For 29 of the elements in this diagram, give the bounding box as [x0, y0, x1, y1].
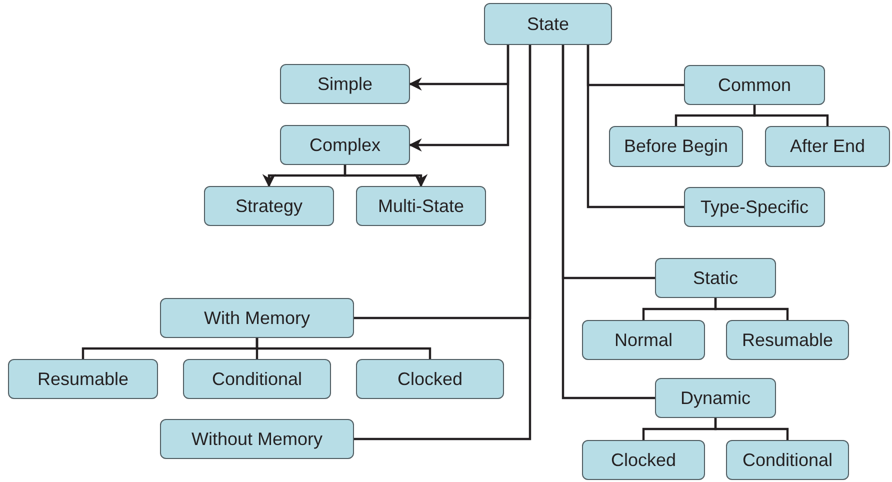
- connector-line: [714, 418, 789, 440]
- category-box: Common: [684, 65, 825, 105]
- category-box: Multi-State: [356, 186, 486, 226]
- category-box: Before Begin: [609, 126, 743, 167]
- category-box: Resumable: [8, 359, 158, 399]
- category-box: Without Memory: [160, 419, 354, 459]
- category-box: Clocked: [582, 440, 705, 480]
- connector-line: [714, 298, 789, 320]
- category-box: With Memory: [160, 298, 354, 338]
- category-box: Type-Specific: [684, 187, 825, 227]
- category-box: Normal: [582, 320, 705, 360]
- category-box: Clocked: [356, 359, 504, 399]
- category-box: Strategy: [204, 186, 334, 226]
- connector-line: [562, 45, 655, 400]
- category-box: Resumable: [726, 320, 849, 360]
- category-box: After End: [765, 126, 890, 167]
- connector-line: [344, 165, 428, 188]
- category-box: Complex: [280, 125, 410, 165]
- connector-line: [256, 338, 432, 359]
- category-box: Conditional: [726, 440, 849, 480]
- connector-line: [586, 45, 684, 208]
- connector-line: [753, 105, 829, 126]
- category-box: Simple: [280, 64, 410, 104]
- category-box: Conditional: [183, 359, 331, 399]
- category-box: Dynamic: [655, 378, 776, 418]
- category-box: State: [484, 3, 612, 45]
- category-box: Static: [655, 258, 776, 298]
- connector-line: [408, 45, 510, 152]
- connector-line: [354, 45, 532, 440]
